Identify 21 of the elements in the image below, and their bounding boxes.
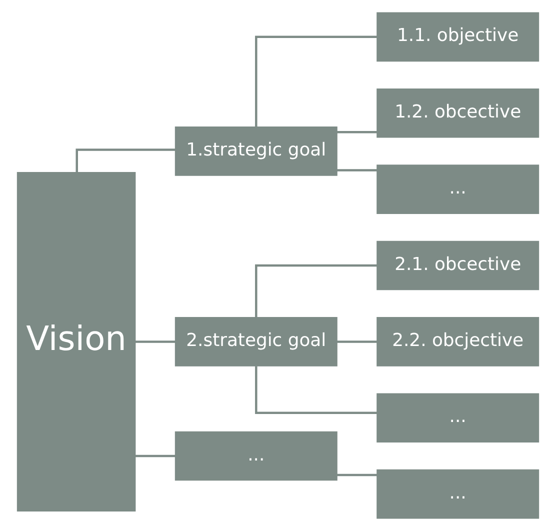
connector xyxy=(336,474,376,476)
node-box: 1.2. obcective xyxy=(376,88,539,138)
connector xyxy=(254,366,376,414)
node-box: Vision xyxy=(16,172,136,512)
connector xyxy=(336,340,376,343)
node-box: 1.1. objective xyxy=(376,12,539,62)
node-box: 2.2. obcjective xyxy=(376,317,539,366)
node-box: ... xyxy=(376,164,539,214)
node-box: ... xyxy=(376,469,539,519)
node-box: 2.strategic goal xyxy=(174,317,337,366)
connector xyxy=(254,264,376,318)
connector xyxy=(75,148,175,172)
node-box: 2.1. obcective xyxy=(376,240,539,290)
node-box: 1.strategic goal xyxy=(174,126,337,176)
node-box: ... xyxy=(174,431,337,481)
node-box: ... xyxy=(376,393,539,443)
connector xyxy=(134,340,175,343)
connector xyxy=(254,36,376,127)
connector xyxy=(336,131,376,134)
connector xyxy=(134,454,175,458)
connector xyxy=(336,169,376,172)
